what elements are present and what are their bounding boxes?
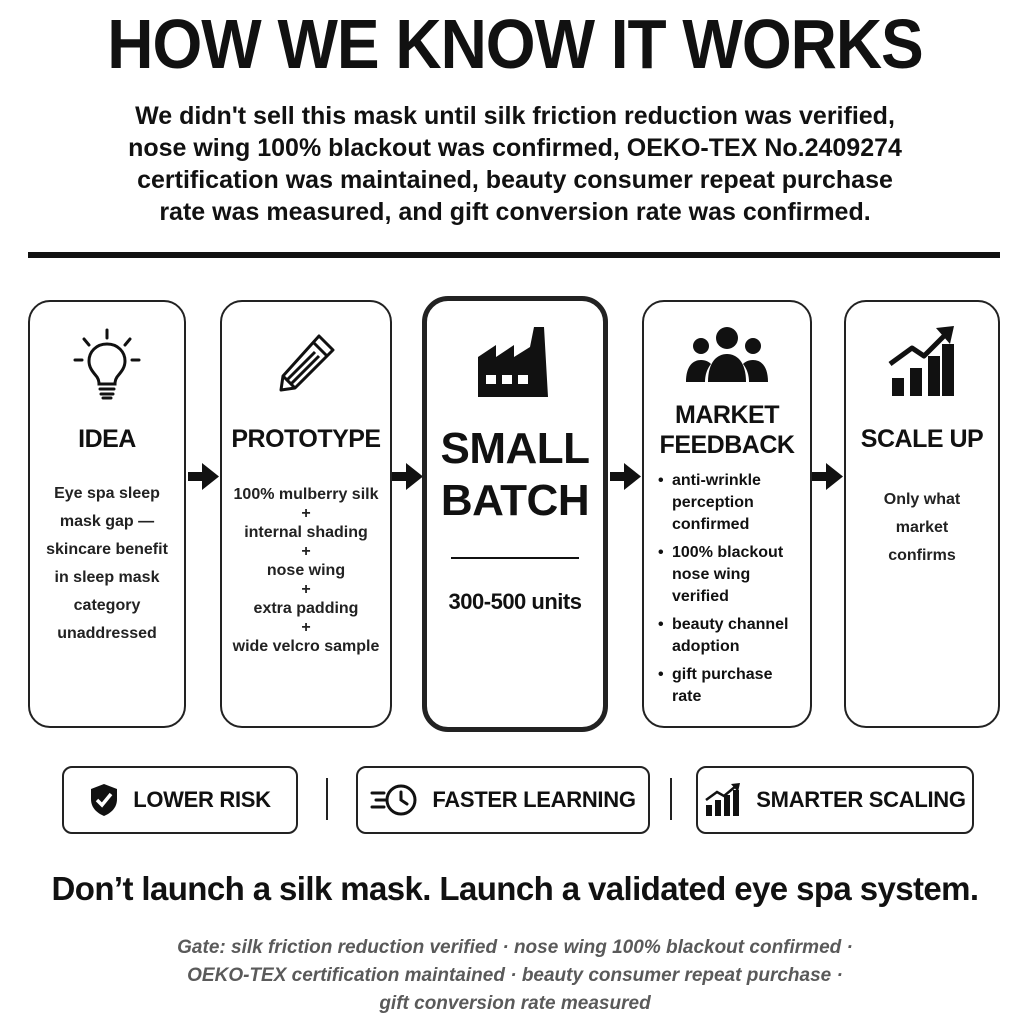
feedback-list: anti-wrinkle perception confirmed 100% b… (658, 470, 802, 714)
people-icon (644, 324, 810, 391)
plus-sign: + (301, 543, 311, 560)
footnote-line: gift conversion rate measured (379, 993, 651, 1014)
text-line: wide velcro sample (232, 638, 380, 655)
text-line: nose wing (672, 566, 751, 583)
separator (670, 778, 672, 820)
step-description: Eye spa sleep mask gap — skincare benefi… (30, 480, 184, 648)
plus-sign: + (301, 581, 311, 598)
text-line: internal shading (244, 524, 368, 541)
step-card-idea: IDEA Eye spa sleep mask gap — skincare b… (28, 300, 186, 728)
lightbulb-icon (30, 326, 184, 407)
text-line: gift purchase (672, 666, 773, 683)
footnote-line: OEKO-TEX certification maintained · beau… (187, 965, 843, 986)
arrow-right-icon (812, 463, 843, 490)
shield-check-icon (89, 783, 119, 817)
divider-rule (28, 252, 1000, 258)
text-line: category (73, 597, 141, 614)
text-line: market (895, 519, 949, 536)
intro-line: rate was measured, and gift conversion r… (159, 198, 871, 226)
step-title: IDEA (78, 425, 136, 453)
step-title: PROTOTYPE (231, 425, 381, 453)
plus-sign: + (301, 619, 311, 636)
title-line: BATCH (440, 476, 590, 525)
benefit-lower-risk: LOWER RISK (62, 766, 298, 834)
benefit-label: LOWER RISK (133, 787, 271, 812)
arrow-right-icon (392, 463, 423, 490)
step-description: Only what market confirms (846, 486, 998, 570)
text-line: beauty channel (672, 616, 789, 633)
pencil-icon (222, 330, 390, 405)
text-line: nose wing (266, 562, 346, 579)
text-line: 100% mulberry silk (233, 486, 379, 503)
text-line: mask gap — (59, 513, 155, 530)
tagline: Don’t launch a silk mask. Launch a valid… (51, 870, 979, 907)
text-line: rate (672, 688, 702, 705)
step-card-small-batch: SMALL BATCH 300-500 units (422, 296, 608, 732)
benefit-smarter-scaling: SMARTER SCALING (696, 766, 974, 834)
intro-line: certification was maintained, beauty con… (137, 166, 893, 194)
intro-paragraph: We didn't sell this mask until silk fric… (0, 100, 1030, 228)
arrow-right-icon (188, 463, 219, 490)
list-item: gift purchase rate (658, 664, 802, 708)
text-line: skincare benefit (46, 541, 168, 558)
step-card-scale-up: SCALE UP Only what market confirms (844, 300, 1000, 728)
step-card-prototype: PROTOTYPE 100% mulberry silk + internal … (220, 300, 392, 728)
batch-units: 300-500 units (448, 589, 582, 614)
list-item: anti-wrinkle perception confirmed (658, 470, 802, 536)
title-line: SMALL (440, 424, 590, 473)
text-line: 100% blackout (672, 544, 784, 561)
text-line: confirmed (672, 516, 750, 533)
text-line: unaddressed (57, 625, 157, 642)
benefit-label: FASTER LEARNING (432, 787, 636, 812)
step-description: 100% mulberry silk + internal shading + … (222, 484, 390, 658)
benefit-faster-learning: FASTER LEARNING (356, 766, 650, 834)
gate-footnote: Gate: silk friction reduction verified ·… (0, 934, 1030, 1018)
text-line: in sleep mask (54, 569, 160, 586)
factory-icon (427, 323, 603, 404)
text-line: adoption (672, 638, 740, 655)
step-title: SCALE UP (860, 425, 984, 453)
list-item: 100% blackout nose wing verified (658, 542, 802, 608)
text-line: Only what (883, 491, 961, 508)
title-line: FEEDBACK (659, 431, 795, 459)
plus-sign: + (301, 505, 311, 522)
fast-clock-icon (370, 783, 418, 817)
growth-chart-icon (846, 324, 998, 405)
separator (326, 778, 328, 820)
step-card-market-feedback: MARKET FEEDBACK anti-wrinkle perception … (642, 300, 812, 728)
text-line: extra padding (253, 600, 359, 617)
footnote-line: Gate: silk friction reduction verified ·… (177, 937, 853, 958)
title-divider (451, 557, 579, 559)
title-line: MARKET (675, 401, 779, 429)
intro-line: We didn't sell this mask until silk fric… (135, 102, 895, 130)
text-line: perception (672, 494, 754, 511)
step-title: MARKET FEEDBACK (644, 400, 810, 460)
arrow-right-icon (610, 463, 641, 490)
text-line: Eye spa sleep (54, 485, 160, 502)
bar-chart-icon (704, 783, 742, 817)
list-item: beauty channel adoption (658, 614, 802, 658)
benefit-label: SMARTER SCALING (756, 787, 966, 812)
step-title: SMALL BATCH (427, 423, 603, 527)
page-title: HOW WE KNOW IT WORKS (107, 5, 923, 83)
text-line: anti-wrinkle (672, 472, 761, 489)
intro-line: nose wing 100% blackout was confirmed, O… (128, 134, 902, 162)
text-line: confirms (888, 547, 956, 564)
text-line: verified (672, 588, 729, 605)
